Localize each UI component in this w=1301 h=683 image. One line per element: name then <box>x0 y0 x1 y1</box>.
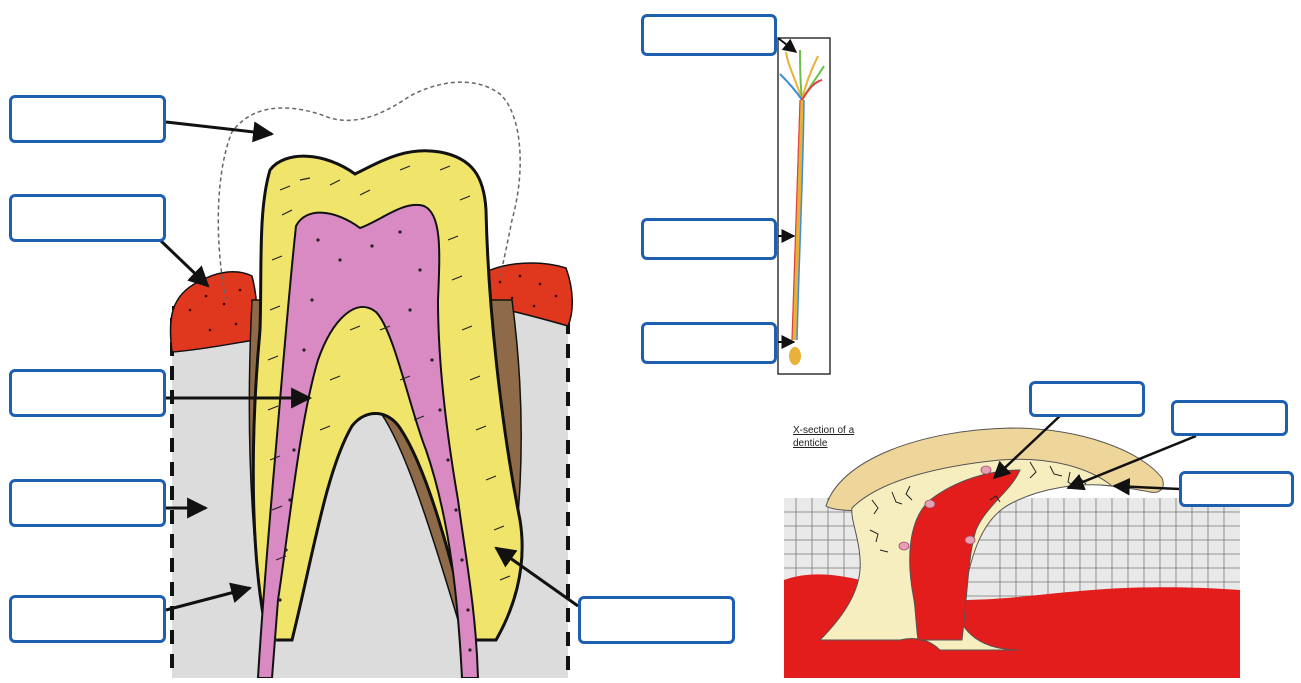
label-box-cementum[interactable] <box>9 595 166 643</box>
denticle-diagram <box>784 428 1240 678</box>
nerve-diagram <box>778 38 830 374</box>
label-box-denticle-dentine[interactable] <box>1171 400 1288 436</box>
arrow-enamel <box>166 122 272 134</box>
label-box-nerve-endings[interactable] <box>641 14 777 56</box>
label-box-nerve-fibre[interactable] <box>641 218 777 260</box>
label-box-gum[interactable] <box>9 194 166 242</box>
label-box-denticle-enamel[interactable] <box>1179 471 1294 507</box>
arrow-denticle-enamel <box>1114 486 1180 489</box>
label-box-bone[interactable] <box>9 479 166 527</box>
tooth-diagram <box>170 82 572 678</box>
label-box-nerve-base[interactable] <box>641 322 777 364</box>
denticle-caption-line1: X-section of a <box>793 424 883 437</box>
label-box-pulp[interactable] <box>9 369 166 417</box>
label-box-denticle-pulp[interactable] <box>1029 381 1145 417</box>
label-box-dentine[interactable] <box>578 596 735 644</box>
arrow-gum <box>160 240 208 286</box>
denticle-caption-line2: denticle <box>793 437 883 450</box>
denticle-caption: X-section of a denticle <box>793 424 883 450</box>
gum-left <box>170 272 256 352</box>
label-box-enamel[interactable] <box>9 95 166 143</box>
nerve-base <box>789 347 801 365</box>
